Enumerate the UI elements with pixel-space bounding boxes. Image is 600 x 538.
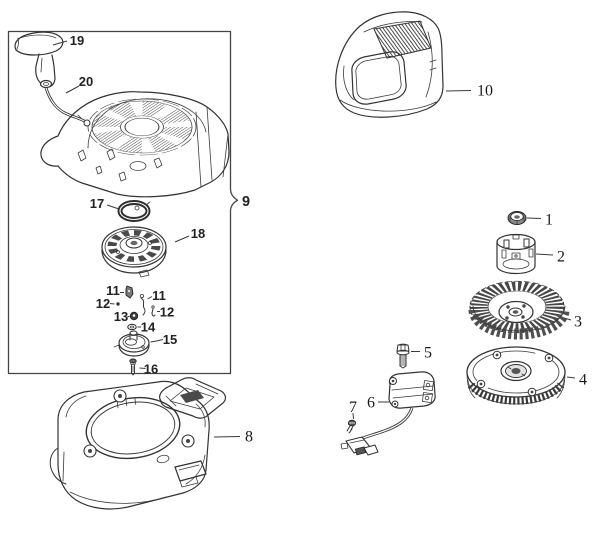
starter-rope	[44, 87, 87, 124]
callout-20: 20	[79, 74, 93, 89]
reel-bolt-16	[129, 358, 137, 376]
washer-13	[129, 311, 139, 321]
cooling-fan-drawing	[468, 280, 570, 340]
starter-cup-drawing	[496, 233, 536, 275]
callout-6: 6	[367, 395, 375, 412]
engine-cover-drawing	[335, 11, 444, 118]
pawl-pivot-left	[116, 302, 120, 306]
callout-11-right: 11	[152, 288, 166, 303]
callout-9: 9	[242, 194, 250, 210]
starter-spring-ring	[117, 200, 151, 222]
callout-7: 7	[349, 399, 357, 416]
callout-18: 18	[191, 226, 205, 241]
friction-plate-15	[113, 330, 150, 357]
starter-grip	[14, 31, 64, 89]
callout-15: 15	[163, 332, 177, 347]
callout-labels: 19 20 9 17 18 11 11 12 12 13 14 15 16 8 …	[70, 33, 587, 446]
coil-screw-drawing	[346, 419, 357, 434]
rope-reel-drawing	[101, 226, 167, 278]
recoil-starter-assembly-box	[7, 30, 239, 375]
leader-lines	[52, 40, 576, 438]
callout-5: 5	[424, 345, 432, 362]
callout-19: 19	[70, 33, 84, 48]
callout-12-left: 12	[96, 296, 110, 311]
callout-11-left: 11	[106, 283, 120, 298]
blower-housing-drawing	[49, 377, 227, 510]
callout-4: 4	[579, 372, 587, 389]
callout-3: 3	[574, 314, 582, 331]
callout-13: 13	[114, 309, 128, 324]
fan-bolt-drawing	[396, 343, 410, 369]
flywheel-drawing	[466, 346, 566, 405]
pawl-spring-right	[139, 293, 146, 316]
callout-12-right: 12	[160, 305, 174, 320]
callout-1: 1	[545, 212, 553, 229]
ignition-coil-drawing	[340, 371, 436, 456]
pawl-spring-small-right	[151, 305, 156, 317]
callout-8: 8	[245, 429, 253, 446]
callout-14: 14	[141, 320, 156, 335]
cover-vent-grille	[87, 98, 197, 156]
flange-nut-drawing	[507, 211, 527, 225]
callout-16: 16	[144, 362, 158, 377]
callout-10: 10	[477, 83, 493, 100]
callout-2: 2	[557, 249, 565, 266]
ratchet-pawl-left	[125, 285, 134, 299]
callout-17: 17	[90, 196, 104, 211]
retainer-ring-14	[127, 323, 137, 331]
recoil-cover-drawing	[40, 91, 230, 198]
